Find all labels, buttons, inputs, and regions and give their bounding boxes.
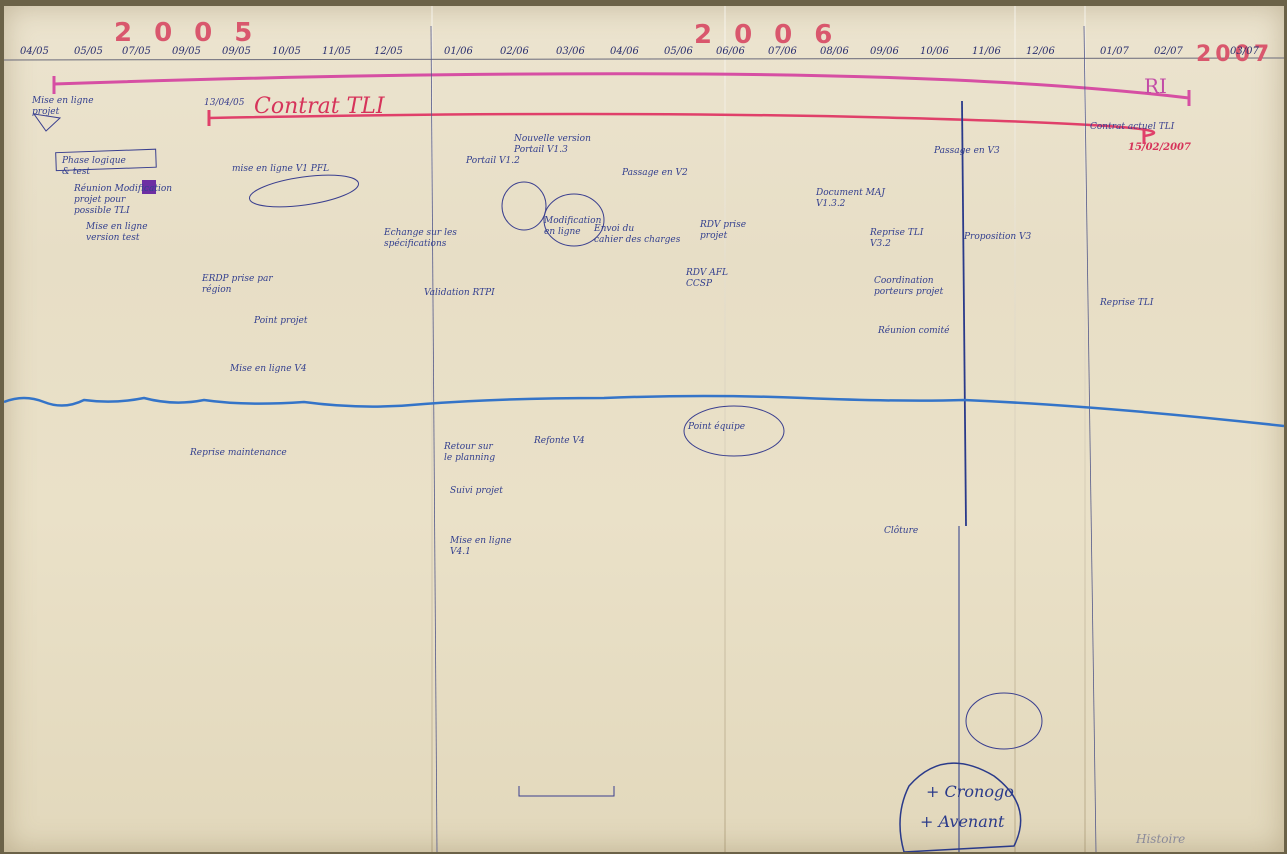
month-label: 12/06 xyxy=(1026,46,1055,57)
handwritten-note: Suivi projet xyxy=(450,486,503,496)
handwritten-note: Point équipe xyxy=(688,422,746,432)
handwritten-note: mise en ligne V1 PFL xyxy=(232,164,330,174)
month-label: 05/06 xyxy=(664,46,693,57)
paper-fold xyxy=(724,6,726,852)
note-box xyxy=(55,148,157,172)
handwritten-note: Passage en V2 xyxy=(622,168,688,178)
month-label: 12/05 xyxy=(374,46,403,57)
handwritten-note: Réunion comité xyxy=(878,326,950,336)
note-circle xyxy=(249,174,359,208)
month-label: 04/06 xyxy=(610,46,639,57)
blue-wavy-line xyxy=(4,394,1284,428)
note-circle xyxy=(683,405,785,457)
handwritten-note: Modification en ligne xyxy=(544,216,602,237)
handwritten-note: Point projet xyxy=(254,316,308,326)
contract-label: Contrat TLI xyxy=(254,94,385,119)
note-circle xyxy=(543,193,605,247)
month-label: 03/06 xyxy=(556,46,585,57)
note-circle xyxy=(501,181,547,231)
contract-start-date: 13/04/05 xyxy=(204,98,245,108)
paper-fold xyxy=(1084,6,1086,852)
final-note: + Cronogo xyxy=(926,782,1014,801)
handwritten-note: RDV AFL CCSP xyxy=(686,268,728,289)
vertical-divider xyxy=(430,25,438,852)
month-label: 11/06 xyxy=(972,46,1001,57)
handwritten-note: Validation RTPI xyxy=(424,288,495,298)
purple-marker xyxy=(142,180,156,194)
contract-line xyxy=(208,112,1156,138)
handwritten-note: Réunion Modification projet pour possibl… xyxy=(74,184,173,216)
month-ruler-line xyxy=(4,57,1284,61)
handwritten-note: Refonte V4 xyxy=(534,436,585,446)
month-label: 06/06 xyxy=(716,46,745,57)
month-label: 07/06 xyxy=(768,46,797,57)
month-label: 10/06 xyxy=(920,46,949,57)
handwritten-note: Echange sur les spécifications xyxy=(384,228,457,249)
month-label: 02/07 xyxy=(1154,46,1183,57)
month-label: 01/06 xyxy=(444,46,473,57)
corner-note: Histoire xyxy=(1136,832,1186,846)
drawn-lines xyxy=(4,25,1284,852)
month-label: 02/06 xyxy=(500,46,529,57)
contract-end-label: Contrat actuel TLI xyxy=(1090,122,1175,132)
main-timeline-line xyxy=(53,72,1190,100)
handwritten-note: Reprise maintenance xyxy=(190,448,287,458)
handwritten-note: Nouvelle version Portail V1.3 xyxy=(514,134,591,155)
final-note: + Avenant xyxy=(920,812,1005,831)
vertical-divider xyxy=(1083,25,1097,852)
handwritten-note: Envoi du cahier des charges xyxy=(594,224,681,245)
month-label: 09/06 xyxy=(870,46,899,57)
paper-fold xyxy=(1014,6,1016,852)
month-label: 10/05 xyxy=(272,46,301,57)
month-label: 04/05 xyxy=(20,46,49,57)
handwritten-note: ERDP prise par région xyxy=(202,274,273,295)
year-label: 2005 xyxy=(114,18,275,48)
ink-divider xyxy=(961,100,967,527)
handwritten-note: Passage en V3 xyxy=(934,146,1000,156)
handwritten-note: Mise en ligne projet xyxy=(32,96,94,117)
paper-fold xyxy=(431,6,433,852)
bracket-sketch xyxy=(518,786,615,797)
final-ring xyxy=(899,762,1022,852)
year-label: 2006 xyxy=(694,20,855,50)
handwritten-note: RDV prise projet xyxy=(700,220,747,241)
handwritten-note: Mise en ligne V4.1 xyxy=(450,536,512,557)
month-label: 09/05 xyxy=(172,46,201,57)
handwritten-note: Coordination porteurs projet xyxy=(874,276,944,297)
month-label: 05/05 xyxy=(74,46,103,57)
triangle-sketch xyxy=(32,113,62,132)
year-label: 2007 xyxy=(1196,42,1274,67)
handwritten-note: Document MAJ V1.3.2 xyxy=(816,188,885,209)
handwritten-note: Proposition V3 xyxy=(964,232,1032,242)
handwritten-note: Clôture xyxy=(884,526,919,536)
handwritten-note: Mise en ligne version test xyxy=(86,222,148,243)
note-circle xyxy=(965,692,1043,750)
month-label: 11/05 xyxy=(322,46,351,57)
handwritten-note: Reprise TLI xyxy=(1100,298,1154,308)
ri-label: RI xyxy=(1144,74,1167,98)
handwritten-note: Phase logique & test xyxy=(62,156,126,177)
month-label: 01/07 xyxy=(1100,46,1129,57)
contract-end-date: 15/02/2007 xyxy=(1128,142,1191,153)
paper-sheet: 2005 2006 2007 04/05 05/05 07/05 09/05 0… xyxy=(4,6,1284,852)
handwritten-note: Retour sur le planning xyxy=(444,442,496,463)
month-label: 07/05 xyxy=(122,46,151,57)
handwritten-note: Reprise TLI V3.2 xyxy=(870,228,924,249)
handwritten-note: Mise en ligne V4 xyxy=(230,364,307,374)
month-label: 03/07 xyxy=(1230,46,1259,57)
month-label: 08/06 xyxy=(820,46,849,57)
month-label: 09/05 xyxy=(222,46,251,57)
handwritten-note: Portail V1.2 xyxy=(466,156,520,166)
